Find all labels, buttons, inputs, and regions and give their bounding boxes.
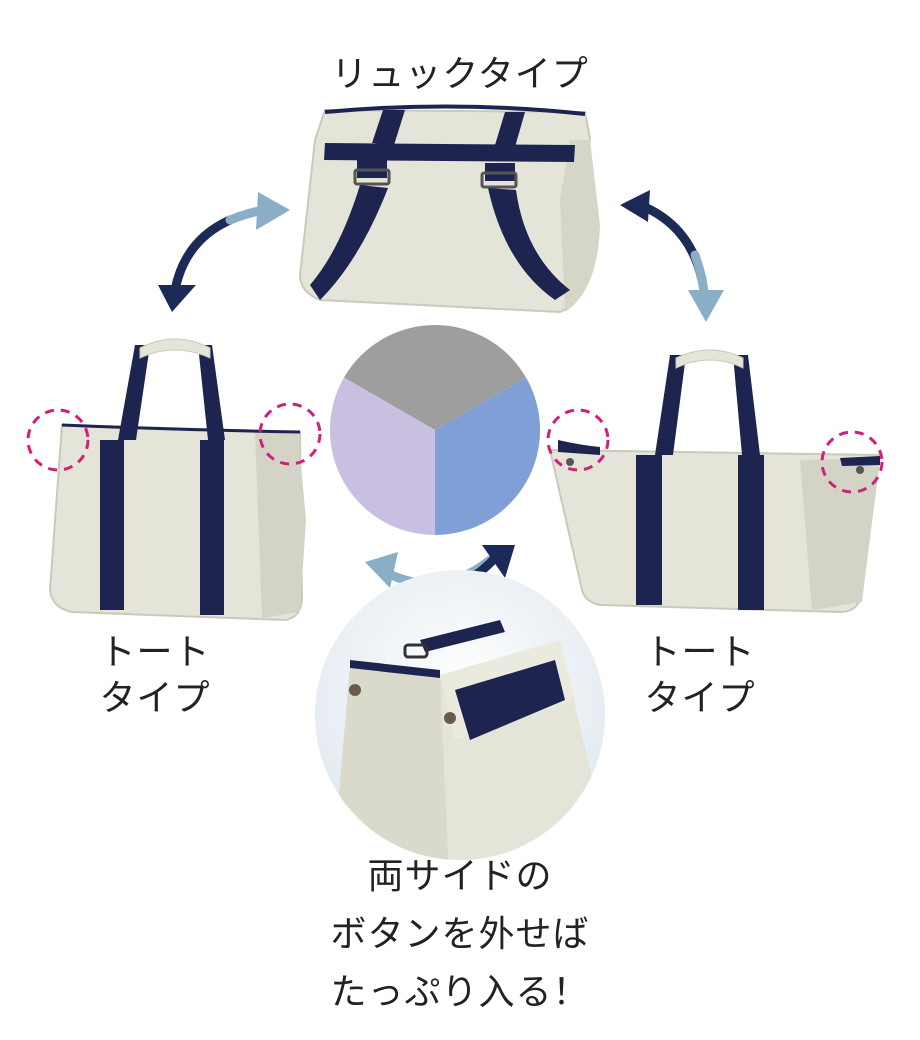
arrow-top-right [620, 190, 724, 322]
label-line: トート [644, 632, 756, 673]
tote-bag-left [48, 338, 306, 622]
arrow-top-left [158, 192, 290, 312]
label-line: タイプ [99, 678, 211, 719]
caption-line: たっぷり入る！ [330, 972, 590, 1013]
highlight-circle [546, 408, 610, 472]
tote-bag-right [548, 349, 882, 614]
label-tote-type-left: トート タイプ [55, 630, 255, 722]
backpack-bag [298, 104, 600, 314]
label-line: タイプ [644, 678, 756, 719]
caption-line: 両サイドの [367, 856, 553, 897]
label-line: トート [99, 632, 211, 673]
title-backpack-type: リュックタイプ [331, 54, 589, 95]
highlight-circle [26, 408, 90, 472]
caption-line: ボタンを外せば [330, 914, 590, 955]
highlight-circle [258, 402, 322, 466]
highlight-circle [820, 430, 884, 494]
caption: 両サイドの ボタンを外せば たっぷり入る！ [260, 848, 660, 1022]
label-tote-type-right: トート タイプ [600, 630, 800, 722]
color-wheel [329, 325, 541, 536]
